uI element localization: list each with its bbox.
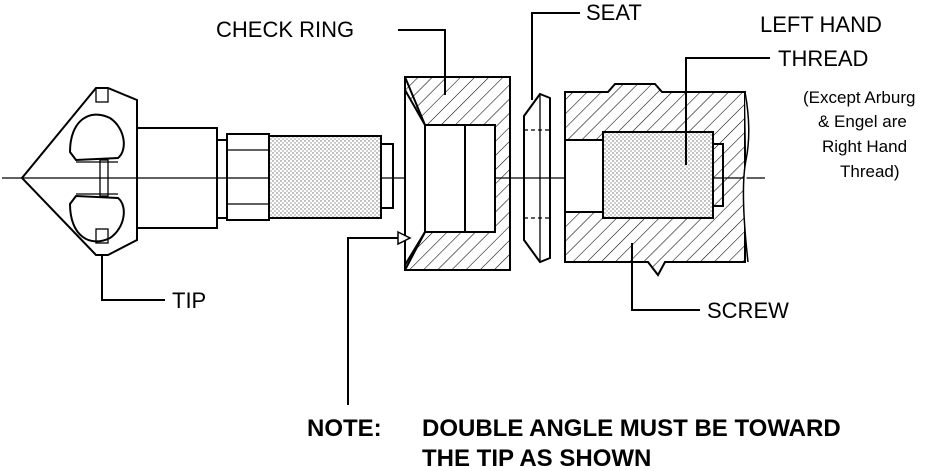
- label-thread: THREAD: [778, 46, 868, 71]
- screw-part: [564, 83, 750, 277]
- leader-note: [347, 237, 398, 405]
- screw-thread: [602, 131, 714, 219]
- leader-seat: [531, 12, 580, 100]
- note-line-1: DOUBLE ANGLE MUST BE TOWARD: [422, 415, 841, 442]
- label-tip: TIP: [172, 288, 206, 313]
- tip-part: [20, 87, 394, 256]
- note-line-2: THE TIP AS SHOWN: [422, 445, 651, 471]
- leader-screw: [631, 243, 700, 311]
- label-screw: SCREW: [707, 298, 789, 323]
- tip-thread: [268, 135, 382, 219]
- label-except-1: (Except Arburg: [803, 88, 915, 107]
- label-except-4: Thread): [840, 162, 900, 181]
- note-arrowhead: [397, 230, 412, 246]
- note-prefix: NOTE:: [307, 415, 382, 442]
- label-seat: SEAT: [586, 0, 642, 25]
- leader-left-hand-thread: [685, 57, 770, 165]
- label-except-2: & Engel are: [818, 112, 907, 131]
- leader-tip: [101, 255, 165, 301]
- label-left-hand: LEFT HAND: [760, 12, 882, 37]
- seat-part: [523, 92, 551, 264]
- leader-check-ring: [398, 29, 446, 95]
- check-ring-part: [404, 76, 511, 271]
- label-except-3: Right Hand: [822, 137, 907, 156]
- label-check-ring: CHECK RING: [216, 17, 354, 42]
